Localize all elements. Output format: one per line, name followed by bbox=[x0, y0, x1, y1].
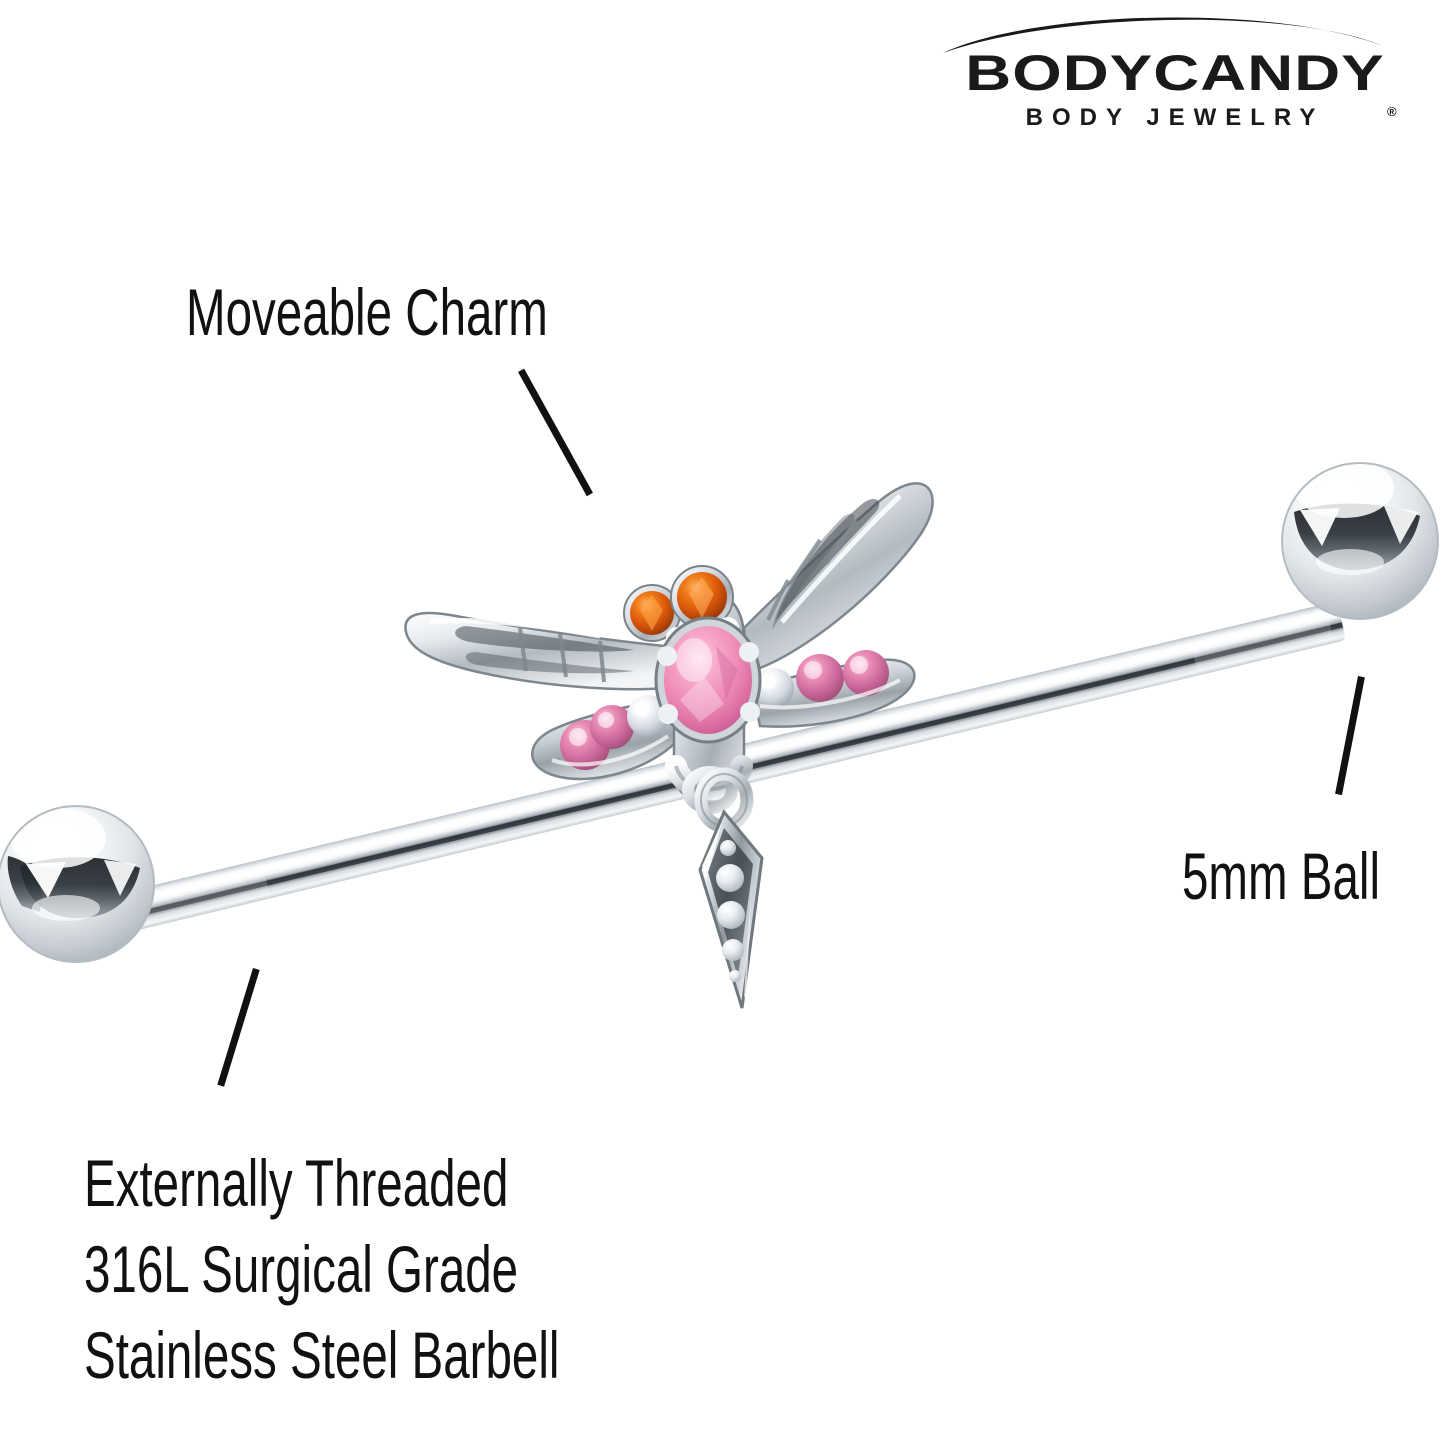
jump-ring bbox=[694, 767, 754, 833]
swoosh-arc-icon bbox=[943, 17, 1383, 53]
wing-gem-pink-right-outer bbox=[843, 650, 889, 696]
leader-line-ball-size bbox=[1335, 676, 1365, 796]
eye-gem-left bbox=[630, 591, 674, 635]
material-line-3: Stainless Steel Barbell bbox=[84, 1317, 560, 1392]
lower-left-wing bbox=[531, 695, 678, 781]
leader-line-moveable-charm bbox=[518, 368, 593, 497]
wing-gem-clear-left bbox=[627, 695, 669, 737]
center-gem bbox=[654, 616, 762, 744]
callout-label-ball-size: 5mm Ball bbox=[1182, 839, 1381, 913]
upper-left-wing bbox=[404, 611, 670, 691]
right-ball bbox=[1281, 458, 1439, 620]
barbell-shaft bbox=[124, 602, 1345, 931]
dragonfly-charm bbox=[404, 482, 934, 814]
dangle-gem-4 bbox=[722, 939, 744, 961]
dangle-gem-5 bbox=[729, 970, 741, 982]
lower-right-wing bbox=[750, 650, 916, 728]
wing-gem-clear-right bbox=[754, 668, 794, 708]
dragonfly-body bbox=[672, 590, 746, 806]
wing-gem-pink-left-outer bbox=[560, 720, 610, 770]
brand-wordmark: BODYCANDY bbox=[965, 44, 1385, 102]
dragonfly-eyes bbox=[623, 565, 739, 649]
leader-line-material bbox=[217, 968, 260, 1087]
charm-bail bbox=[665, 755, 753, 814]
material-line-1: Externally Threaded bbox=[84, 1146, 509, 1220]
eye-gem-right bbox=[677, 572, 727, 622]
wing-gem-pink-right-inner bbox=[796, 654, 844, 702]
upper-right-wing bbox=[742, 482, 934, 674]
callout-label-moveable-charm: Moveable Charm bbox=[186, 275, 548, 349]
registered-trademark-icon: ® bbox=[1387, 104, 1397, 119]
dangle-gem-2 bbox=[716, 864, 744, 892]
brand-tagline: BODY JEWELRY bbox=[1025, 104, 1325, 131]
kite-body bbox=[698, 809, 764, 1009]
dangle-gem-3 bbox=[717, 901, 745, 929]
dangle-gem-1 bbox=[720, 840, 736, 856]
left-ball bbox=[0, 805, 155, 963]
dangle-charm bbox=[694, 767, 764, 1009]
material-line-2: 316L Surgical Grade bbox=[84, 1231, 519, 1306]
wing-gem-pink-left-inner bbox=[590, 705, 634, 749]
brand-logo: BODYCANDY BODY JEWELRY ® bbox=[925, 8, 1425, 138]
callout-label-material: Externally Threaded 316L Surgical Grade … bbox=[84, 1141, 559, 1398]
